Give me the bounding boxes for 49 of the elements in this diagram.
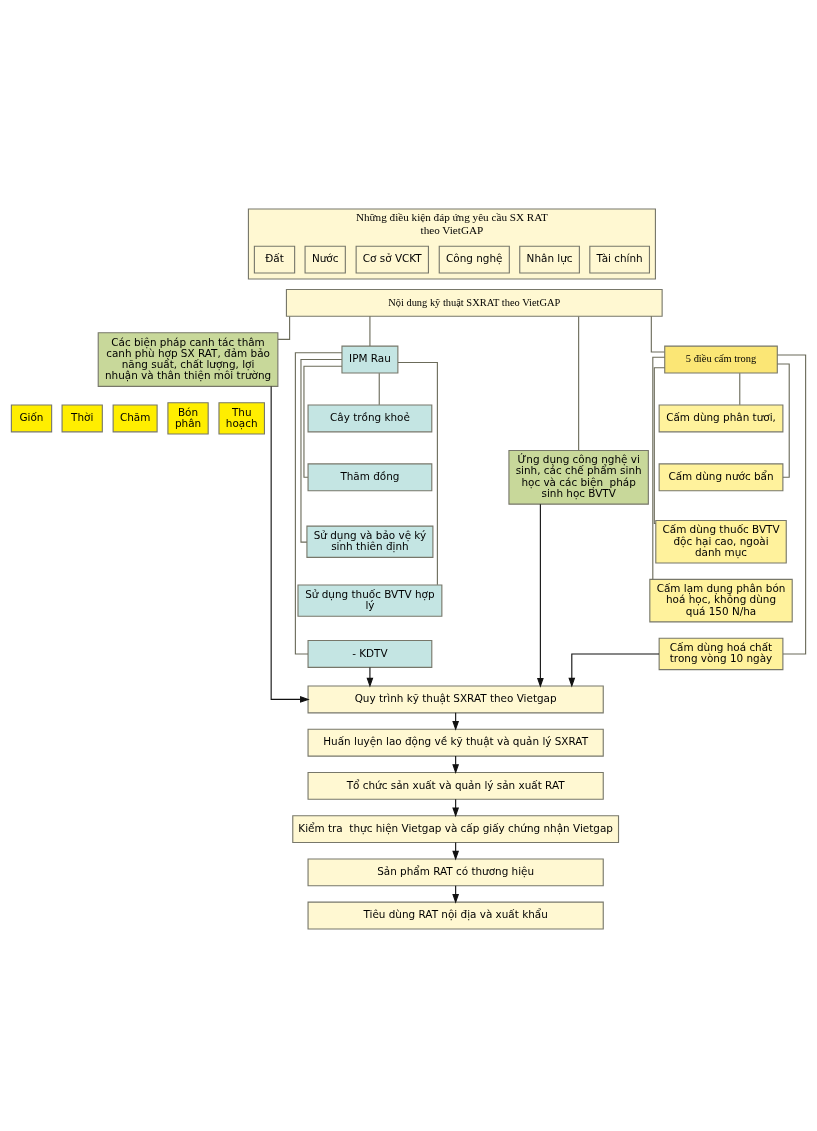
connector <box>776 362 790 478</box>
node-box: Tiêu dùng RAT nội địa và xuất khẩu <box>307 901 604 930</box>
node-box: Kiểm tra thực hiện Vietgap và cấp giấy chứng nhận Vietgap <box>292 814 620 843</box>
connector <box>653 366 666 524</box>
node-box: 5 điều cấm trong <box>664 345 778 373</box>
node-box: Đất <box>253 245 296 274</box>
node-box: Các biện pháp canh tác thâm canh phù hợp SX RAT, đảm bảo năng suất, chất lượng, lợi nhuận và thân thiện môi trường <box>97 331 279 387</box>
node-box: Nội dung kỹ thuật SXRAT theo VietGAP <box>285 288 663 317</box>
connector <box>776 354 807 654</box>
node-box: Nước <box>304 245 346 274</box>
connector <box>652 356 666 580</box>
connector <box>397 361 438 585</box>
connector <box>578 315 580 451</box>
node-box: Quy trình kỹ thuật SXRAT theo Vietgap <box>307 684 604 713</box>
arrow <box>270 385 310 703</box>
node-box: Thăm đồng <box>307 462 433 491</box>
connector <box>303 365 343 478</box>
node-box: Cấm lạm dụng phân bón hoá học, không dùng quá 150 N/ha <box>649 578 793 622</box>
node-box: Cấm dùng hoá chất trong vòng 10 ngày <box>658 637 784 670</box>
node-box: Bón phân <box>167 401 209 435</box>
node-box: Sản phẩm RAT có thương hiệu <box>307 857 604 886</box>
node-box: Chăm <box>112 403 158 432</box>
node-box: Công nghệ <box>438 245 510 274</box>
node-box: Cơ sở VCKT <box>355 245 429 274</box>
connector <box>739 372 741 405</box>
connector <box>300 358 343 543</box>
connector <box>277 315 291 340</box>
node-box: Cây trồng khoẻ <box>307 403 433 432</box>
connector <box>650 315 665 353</box>
node-box: Thu hoạch <box>218 401 265 435</box>
node-box: Cấm dùng nước bẩn <box>658 462 784 491</box>
node-box: Sử dụng thuốc BVTV hợp lý <box>297 583 443 617</box>
node-box: Thời <box>61 403 103 432</box>
arrow <box>366 666 374 687</box>
node-box: Cấm dùng phân tươi, <box>658 403 784 432</box>
node-box: Giốn <box>10 403 53 432</box>
node-box: Tổ chức sản xuất và quản lý sản xuất RAT <box>307 771 604 800</box>
node-box: Ứng dụng công nghệ vi sinh, các chế phẩm sinh học và các biện pháp sinh học BVTV <box>508 449 649 505</box>
arrow <box>568 652 660 687</box>
node-box: Sử dụng và bảo vệ ký sinh thiên định <box>306 525 434 558</box>
connector <box>369 315 371 347</box>
arrow <box>537 503 544 688</box>
node-box: Cấm dùng thuốc BVTV độc hại cao, ngoài danh mục <box>655 519 787 564</box>
connector <box>378 372 380 405</box>
node-box: - KDTV <box>307 639 433 668</box>
node-box: Huấn luyện lao động về kỹ thuật và quản lý SXRAT <box>307 728 604 757</box>
node-box: Tài chính <box>589 245 650 274</box>
node-box: IPM Rau <box>341 345 399 373</box>
node-box: Nhân lực <box>519 245 580 274</box>
